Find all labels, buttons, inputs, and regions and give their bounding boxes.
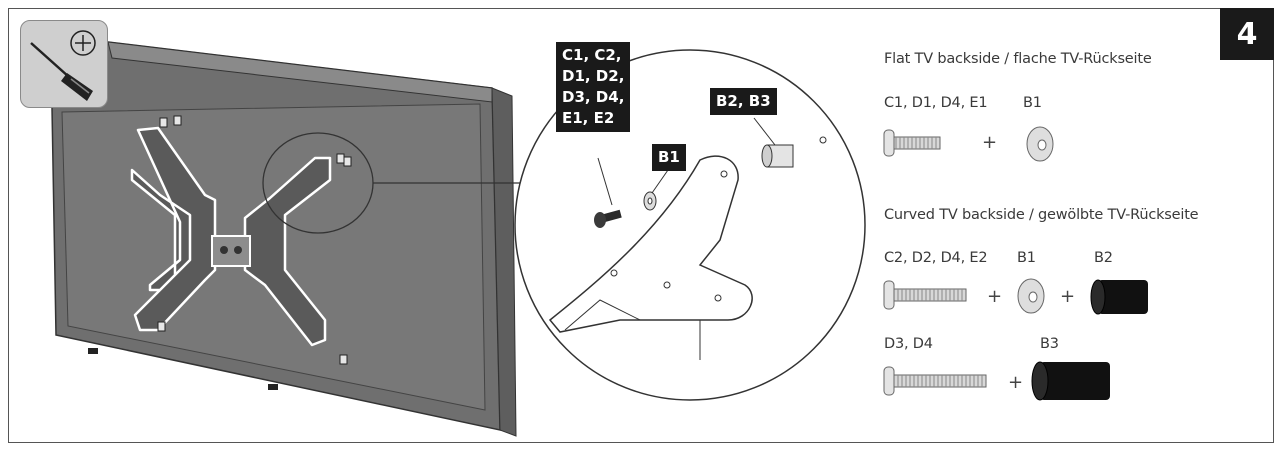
flat-screw-label: C1, D1, D4, E1 [884,95,988,111]
curved-screw-label: C2, D2, D4, E2 [884,250,988,266]
b2-spacer-image [1090,279,1148,315]
d3-screw-image [883,366,987,396]
curved-tv-heading: Curved TV backside / gewölbte TV-Rücksei… [884,207,1199,223]
curved-plus-sign-3: + [1008,372,1024,393]
bottom-screws [88,348,278,390]
phillips-head-icon [70,30,96,56]
magnified-detail [514,49,866,401]
curved-b2-label: B2 [1094,250,1113,266]
center-hinge [211,235,251,267]
flat-tv-heading: Flat TV backside / flache TV-Rückseite [884,51,1152,67]
spacers-callout-label: B2, B3 [710,88,777,115]
screwdriver-icon [30,42,93,101]
b3-label: B3 [1040,336,1059,352]
curved-screw-image [883,280,967,310]
curved-plus-sign-1: + [987,286,1003,307]
curved-plus-sign-2: + [1060,286,1076,307]
washer-callout-label: B1 [652,144,686,171]
zoom-indicator [262,132,522,234]
d3-d4-label: D3, D4 [884,336,933,352]
diagram-frame [8,8,1274,443]
flat-plus-sign: + [982,132,998,153]
curved-washer-label: B1 [1017,250,1036,266]
right-bracket-arm [243,156,332,347]
b3-spacer-image [1031,361,1110,401]
tool-box [20,20,108,108]
step-number-badge: 4 [1220,8,1274,60]
flat-washer-image [1026,126,1054,162]
flat-screw-image [883,129,941,157]
panel-spacers [157,115,352,365]
screws-callout-label: C1, C2, D1, D2, D3, D4, E1, E2 [556,42,631,132]
curved-washer-image [1017,278,1045,314]
flat-washer-label: B1 [1023,95,1042,111]
